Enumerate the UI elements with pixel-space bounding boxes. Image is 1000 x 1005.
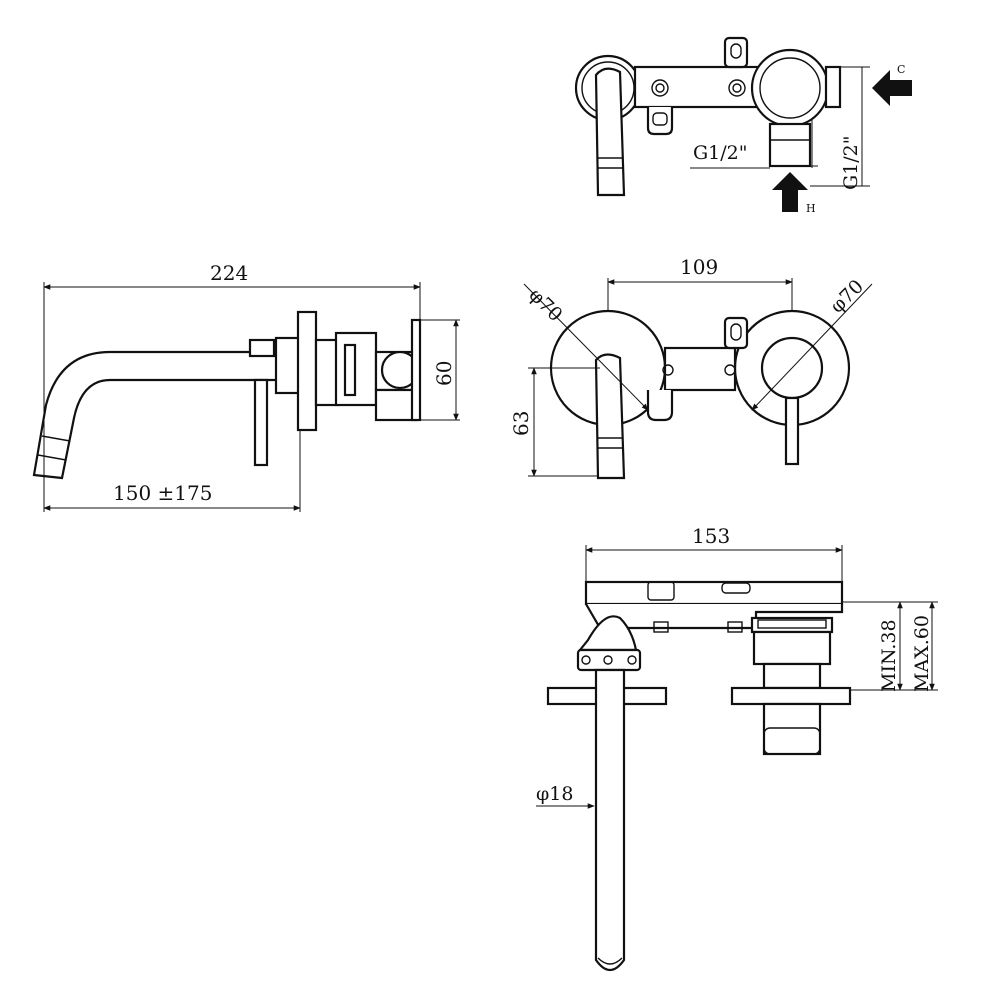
label-h: H — [806, 202, 816, 215]
label-spout-dia: φ18 — [536, 783, 573, 805]
label-dia-right: φ70 — [826, 275, 868, 317]
label-height: 60 — [432, 361, 456, 386]
spout-front — [594, 353, 626, 480]
hot-inlet-arrow — [772, 172, 808, 212]
lever-side — [253, 378, 269, 467]
spout-pipe-top — [594, 67, 626, 197]
label-min: MIN.38 — [878, 619, 900, 692]
label-g-half-v: G1/2" — [840, 136, 862, 191]
front-view: 109 φ70 φ70 63 — [509, 255, 873, 480]
label-spacing: 109 — [680, 255, 718, 279]
label-c: C — [897, 63, 905, 76]
label-g-half-h: G1/2" — [693, 142, 748, 164]
cold-inlet-arrow — [872, 70, 912, 106]
label-drop: 63 — [509, 411, 533, 436]
wall-plate-plan-right — [730, 686, 852, 706]
lever-front — [784, 396, 800, 466]
top-view: G1/2" G1/2" C H — [574, 36, 912, 215]
side-view: 224 150 ±175 60 — [32, 261, 460, 512]
spout-plan — [594, 668, 626, 972]
label-width: 153 — [692, 524, 730, 548]
label-projection: 150 ±175 — [113, 481, 212, 505]
label-max: MAX.60 — [911, 615, 933, 692]
hot-inlet-stub — [768, 122, 812, 168]
cartridge-housing — [750, 48, 830, 128]
plan-view: 153 MIN.38 MAX.60 φ18 — [536, 524, 938, 972]
wall-plate-side — [296, 310, 318, 432]
label-overall: 224 — [210, 261, 248, 285]
